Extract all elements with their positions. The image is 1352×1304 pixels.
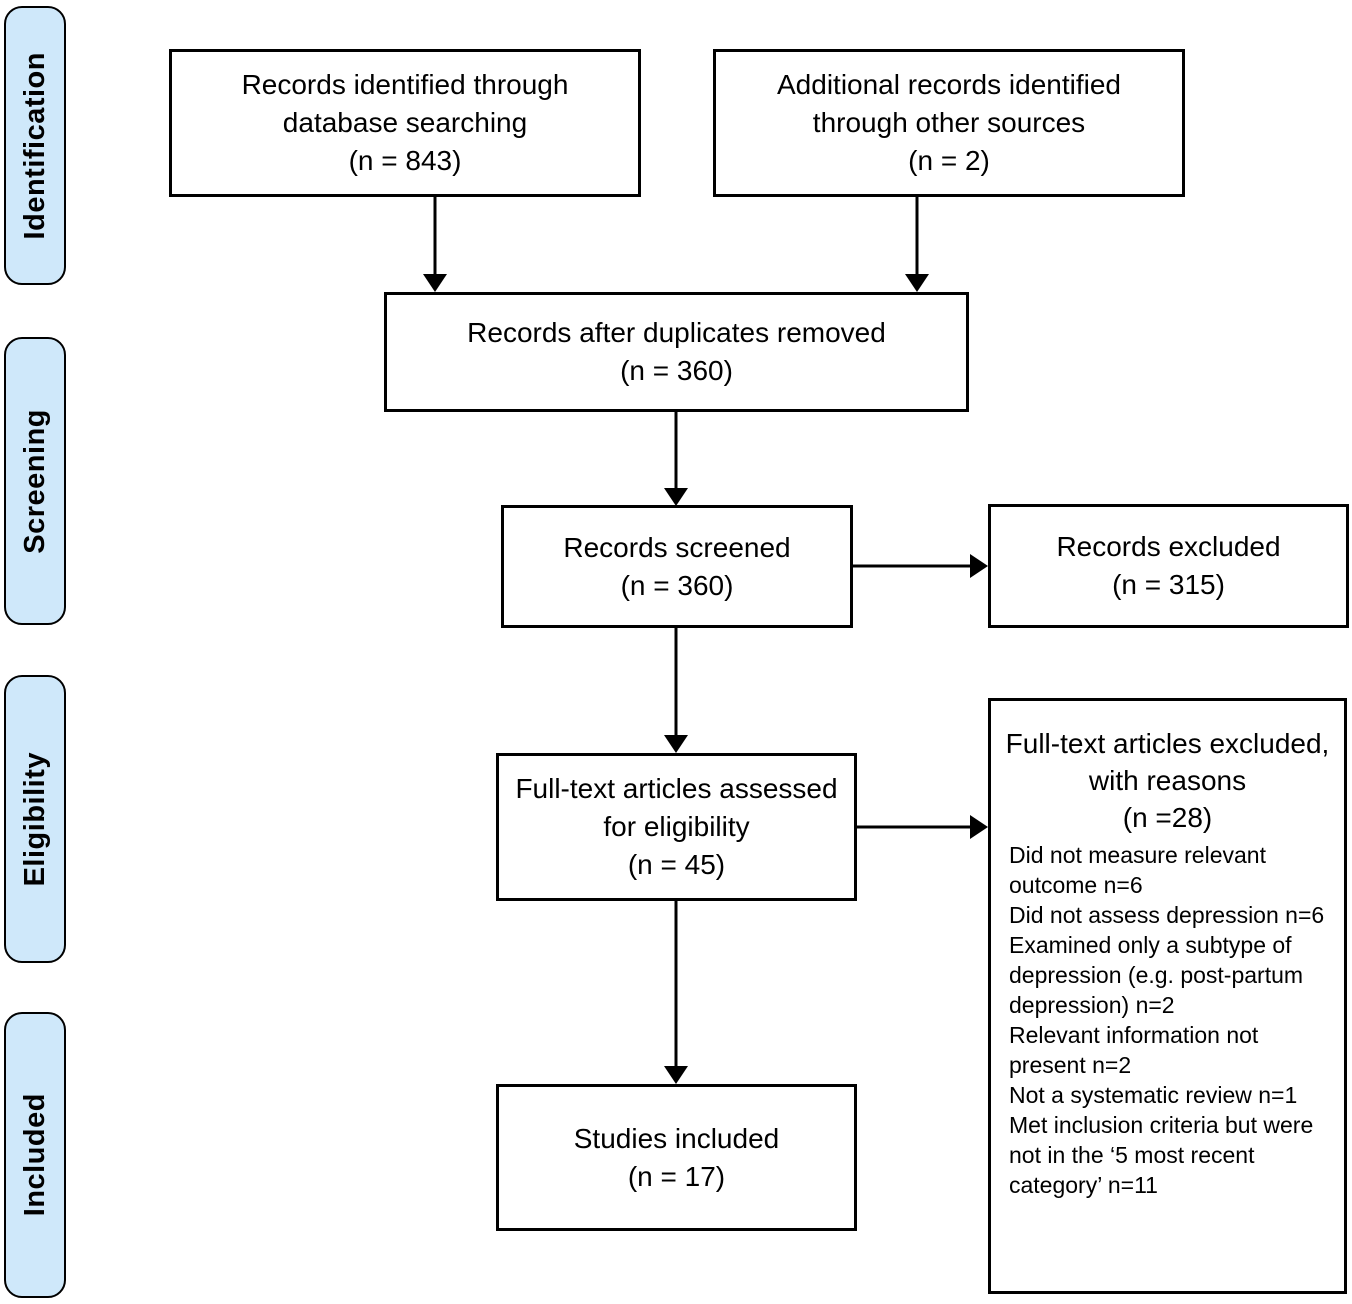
box-text-line: database searching	[282, 107, 528, 138]
stage-label-eligibility: Eligibility	[4, 675, 66, 963]
stage-label-included: Included	[4, 1012, 66, 1298]
arrow-duplicates-to-screened	[664, 411, 688, 506]
box-text-line: Records screened	[563, 531, 791, 563]
box-records-identified: Records identified through database sear…	[169, 49, 641, 197]
box-text-line: for eligibility	[603, 811, 750, 842]
box-text-line: Full-text articles excluded,	[1005, 728, 1330, 759]
box-records-excluded: Records excluded (n = 315)	[988, 504, 1349, 628]
box-text-line: with reasons	[1088, 765, 1247, 796]
box-count: (n = 360)	[620, 569, 734, 601]
box-count: (n = 2)	[908, 145, 990, 176]
box-count: (n = 17)	[627, 1160, 726, 1192]
arrow-fulltext-to-excluded	[856, 815, 988, 839]
box-fulltext-excluded: Full-text articles excluded, with reason…	[988, 698, 1347, 1294]
box-count: (n = 315)	[1112, 569, 1225, 600]
exclusion-reason: Met inclusion criteria but were not in t…	[1009, 1112, 1314, 1198]
arrow-identified-to-duplicates	[423, 196, 447, 292]
box-count: (n = 843)	[348, 145, 462, 176]
box-count: (n = 360)	[620, 355, 733, 386]
stage-label-text: Identification	[18, 51, 51, 240]
stage-label-text: Included	[18, 1093, 51, 1217]
box-count: (n = 45)	[627, 849, 726, 880]
box-count: (n =28)	[1122, 802, 1213, 833]
stage-label-text: Screening	[18, 408, 51, 554]
arrow-additional-to-duplicates	[905, 196, 929, 292]
exclusion-reasons-list: Did not measure relevant outcome n=6 Did…	[991, 836, 1344, 1200]
box-duplicates-removed: Records after duplicates removed (n = 36…	[384, 292, 969, 412]
box-text-line: Studies included	[573, 1122, 780, 1154]
exclusion-reason: Relevant information not present n=2	[1009, 1022, 1259, 1078]
box-text-line: Records identified through	[241, 69, 569, 100]
box-text-line: through other sources	[812, 107, 1086, 138]
box-fulltext-assessed: Full-text articles assessed for eligibil…	[496, 753, 857, 901]
box-text-line: Additional records identified	[777, 69, 1121, 100]
box-text-line: Records after duplicates removed	[467, 317, 886, 348]
arrow-fulltext-to-included	[664, 900, 688, 1084]
box-additional-records: Additional records identified through ot…	[713, 49, 1185, 197]
arrow-screened-to-fulltext	[664, 627, 688, 753]
stage-label-screening: Screening	[4, 337, 66, 625]
stage-label-identification: Identification	[4, 6, 66, 285]
box-studies-included: Studies included (n = 17)	[496, 1084, 857, 1231]
box-text-line: Full-text articles assessed	[515, 773, 838, 804]
exclusion-reason: Examined only a subtype of depression (e…	[1009, 932, 1304, 1018]
arrow-screened-to-excluded	[852, 554, 988, 578]
box-records-screened: Records screened (n = 360)	[501, 505, 853, 628]
stage-label-text: Eligibility	[18, 751, 51, 887]
box-text-line: Records excluded	[1056, 531, 1281, 562]
exclusion-reason: Did not measure relevant outcome n=6	[1009, 842, 1266, 898]
exclusion-reason: Not a systematic review n=1	[1009, 1082, 1298, 1108]
exclusion-reason: Did not assess depression n=6	[1009, 902, 1325, 928]
